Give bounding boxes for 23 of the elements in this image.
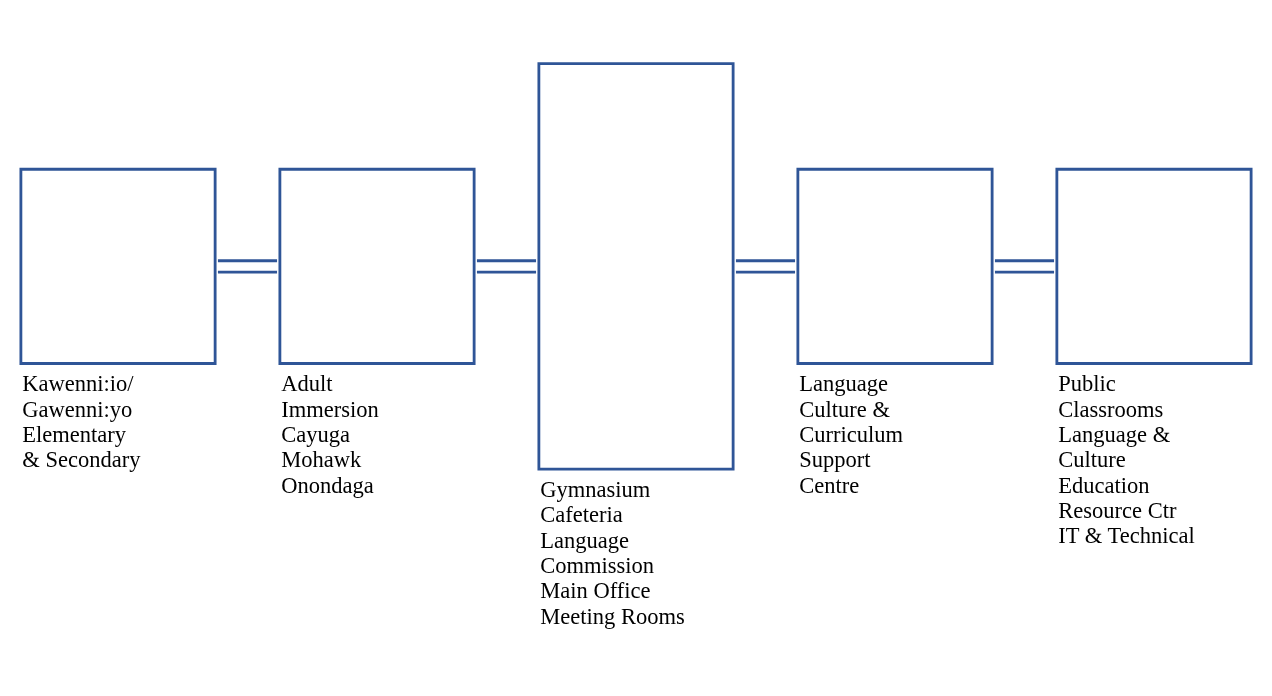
node-label: Public Classrooms [1058, 371, 1164, 422]
node-box [1055, 167, 1253, 365]
node-label: Gymnasium [540, 476, 651, 502]
node-label: Main Office [540, 578, 651, 604]
connector [994, 259, 1055, 274]
node-box [19, 167, 217, 365]
connector [735, 259, 796, 274]
node-label: IT & Technical [1058, 523, 1195, 549]
node-label: Language Culture & Curriculum Support Centre [799, 371, 904, 498]
node-label: Language Commission [540, 527, 655, 578]
node-label: Mohawk [281, 447, 362, 473]
node-label: Cayuga [281, 422, 351, 448]
connector [217, 259, 278, 274]
node-box [537, 62, 735, 471]
node-label: Language & Culture Education Resource Ctr [1058, 422, 1177, 524]
node-label: Kawenni:io/ Gawenni:yo Elementary & Secondary [22, 371, 141, 473]
node-box [796, 167, 994, 365]
node-label: Meeting Rooms [540, 603, 685, 629]
node-label: Cafeteria [540, 502, 623, 528]
node-label: Adult Immersion [281, 371, 379, 422]
node-box [278, 167, 476, 365]
node-label: Onondaga [281, 472, 374, 498]
connector [476, 259, 537, 274]
